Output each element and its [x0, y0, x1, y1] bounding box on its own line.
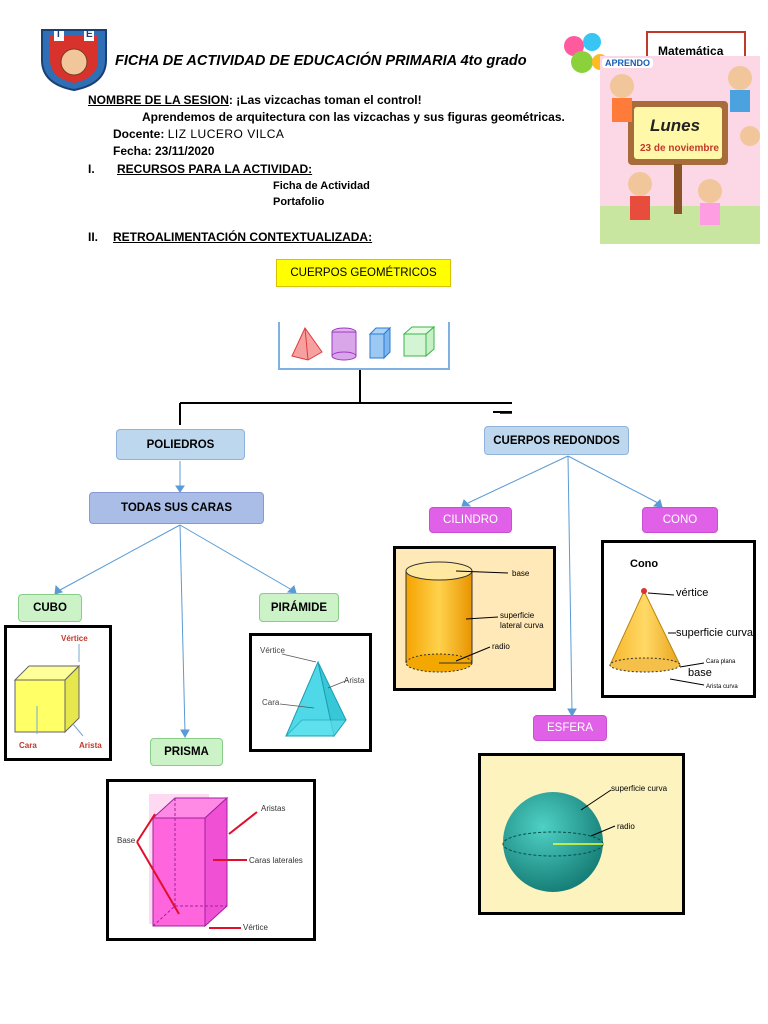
sphere-figure: superficie curva radio: [478, 753, 685, 915]
badge-aprendo: APRENDO: [602, 58, 654, 68]
section-1-title: RECURSOS PARA LA ACTIVIDAD:: [117, 162, 313, 176]
solids-image: [278, 322, 450, 370]
prism-figure: Aristas Base Caras laterales Vértice: [106, 779, 316, 941]
section-1-number: I.: [88, 162, 95, 176]
date-line: Fecha: 23/11/2020: [113, 144, 215, 158]
node-cubo: CUBO: [18, 594, 82, 622]
session-subtitle: Aprendemos de arquitectura con las vizca…: [142, 110, 565, 124]
teacher-label: Docente:: [113, 127, 168, 141]
subject-label: Matemática: [658, 44, 724, 58]
logo-letter-i: I: [57, 29, 60, 40]
cone-vertice-label: vértice: [676, 587, 709, 599]
pyramid-arista-label: Arista: [344, 676, 365, 685]
node-todas-sus-caras: TODAS SUS CARAS: [89, 492, 264, 524]
cone-base-label: base: [688, 667, 712, 679]
prism-aristas-label: Aristas: [261, 804, 286, 813]
date-badge: APRENDO Lunes 23 de noviembre: [600, 56, 760, 244]
node-cono: CONO: [642, 507, 718, 533]
teacher-name: LIZ LUCERO VILCA: [167, 127, 285, 141]
teacher-line: Docente: LIZ LUCERO VILCA: [113, 127, 284, 141]
resource-item: Portafolio: [273, 196, 325, 208]
node-poliedros: POLIEDROS: [116, 429, 245, 460]
session-label: NOMBRE DE LA SESION: [88, 93, 229, 107]
cylinder-base-label: base: [512, 569, 530, 578]
sphere-sup-label: superficie curva: [611, 784, 668, 793]
cube-figure: Vértice Cara Arista: [4, 625, 112, 761]
pyramid-vertice-label: Vértice: [260, 646, 285, 655]
cube-arista-label: Arista: [79, 741, 102, 750]
logo-letter-e: E: [86, 29, 93, 40]
session-name: : ¡Las vizcachas toman el control!: [228, 93, 422, 107]
cone-title: Cono: [630, 558, 659, 570]
node-piramide: PIRÁMIDE: [259, 593, 339, 622]
cylinder-sup-label-2: lateral curva: [500, 621, 544, 630]
prism-caras-label: Caras laterales: [249, 856, 303, 865]
cone-arista-label: Arista curva: [706, 684, 738, 690]
session-line: NOMBRE DE LA SESION: ¡Las vizcachas toma…: [88, 93, 422, 107]
cylinder-sup-label-1: superficie: [500, 611, 535, 620]
section-2-number: II.: [88, 230, 99, 244]
school-logo: I E: [38, 26, 110, 92]
cone-figure: Cono vértice superficie curva Cara plana…: [601, 540, 756, 698]
cube-vertice-label: Vértice: [61, 634, 88, 643]
prism-base-label: Base: [117, 836, 136, 845]
cylinder-figure: base superficie lateral curva radio: [393, 546, 556, 691]
pyramid-figure: Vértice Arista Cara: [249, 633, 372, 752]
node-prisma: PRISMA: [150, 738, 223, 766]
cylinder-radio-label: radio: [492, 642, 510, 651]
prism-vertice-label: Vértice: [243, 923, 268, 932]
node-cuerpos-redondos: CUERPOS REDONDOS: [484, 426, 629, 455]
worksheet-title: FICHA DE ACTIVIDAD DE EDUCACIÓN PRIMARIA…: [115, 53, 527, 69]
section-2-title: RETROALIMENTACIÓN CONTEXTUALIZADA:: [113, 230, 373, 244]
cone-sup-label: superficie curva: [676, 627, 754, 639]
node-esfera: ESFERA: [533, 715, 607, 741]
node-cilindro: CILINDRO: [429, 507, 512, 533]
cube-cara-label: Cara: [19, 741, 37, 750]
resource-item: Ficha de Actividad: [273, 180, 370, 192]
badge-day: Lunes: [650, 116, 701, 135]
sphere-radio-label: radio: [617, 822, 635, 831]
pyramid-cara-label: Cara: [262, 698, 280, 707]
badge-date: 23 de noviembre: [640, 143, 719, 154]
cone-cara-plana-label: Cara plana: [706, 659, 736, 665]
node-cuerpos-geometricos: CUERPOS GEOMÉTRICOS: [276, 259, 451, 287]
